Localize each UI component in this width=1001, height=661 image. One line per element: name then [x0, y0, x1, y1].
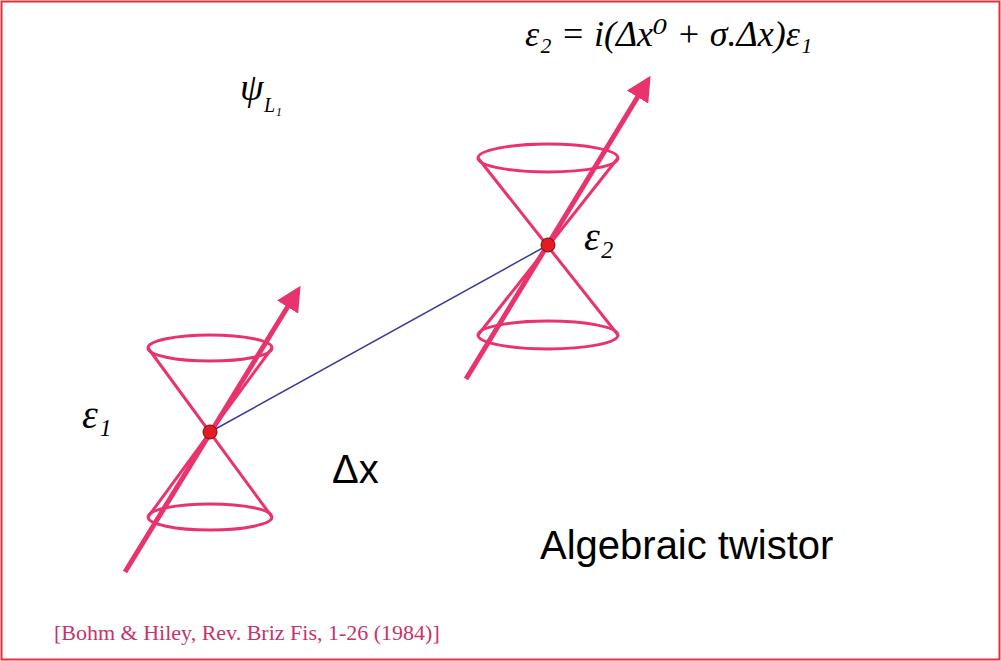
separation-line	[210, 245, 548, 432]
event-dot	[541, 238, 555, 252]
event-label: ε₁	[82, 392, 112, 438]
spinor-symbol: ψ	[240, 66, 264, 110]
event-dot	[203, 425, 217, 439]
cone-edge	[478, 158, 618, 335]
equation: ε₂ = i(Δx⁰ + σ.Δx)ε₁	[525, 14, 812, 55]
separation-label: Δx	[332, 446, 379, 492]
subscript: L₁	[264, 94, 282, 117]
world-line-arrow	[125, 290, 298, 572]
cone-edge	[148, 348, 272, 517]
world-line-arrow	[466, 80, 648, 379]
cone-rim	[148, 335, 272, 361]
light-cone	[478, 144, 618, 349]
cone-edge	[478, 158, 618, 335]
event-label: ε₂	[584, 214, 614, 260]
diagram-label: Algebraic twistor	[540, 522, 833, 568]
citation: [Bohm & Hiley, Rev. Briz Fis, 1-26 (1984…	[54, 620, 440, 645]
cone-edge	[148, 348, 272, 517]
